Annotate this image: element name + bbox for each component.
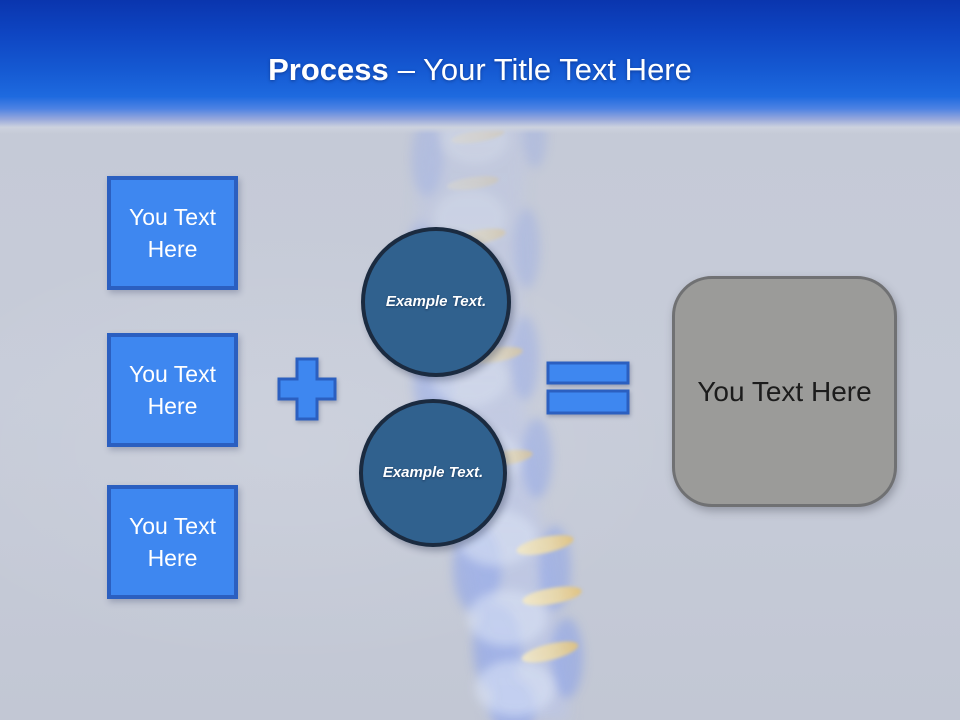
slide-title: Process– Your Title Text Here — [0, 50, 960, 90]
input-box-1: You Text Here — [107, 176, 238, 290]
slide-title-rest: – Your Title Text Here — [397, 52, 692, 87]
process-circle-2-label: Example Text. — [382, 464, 484, 481]
process-circle-1-label: Example Text. — [385, 293, 487, 310]
process-circle-1: Example Text. — [361, 227, 511, 377]
header-bar — [0, 0, 960, 134]
plus-icon — [277, 357, 337, 426]
result-box-label: You Text Here — [697, 375, 872, 407]
input-box-1-label: You Text Here — [129, 204, 216, 262]
equals-icon — [546, 361, 630, 420]
result-box: You Text Here — [672, 276, 897, 507]
input-box-2: You Text Here — [107, 333, 238, 447]
process-circle-2: Example Text. — [359, 399, 507, 547]
input-box-2-label: You Text Here — [129, 361, 216, 419]
input-box-3: You Text Here — [107, 485, 238, 599]
input-box-3-label: You Text Here — [129, 513, 216, 571]
slide-title-emphasis: Process — [268, 52, 389, 87]
